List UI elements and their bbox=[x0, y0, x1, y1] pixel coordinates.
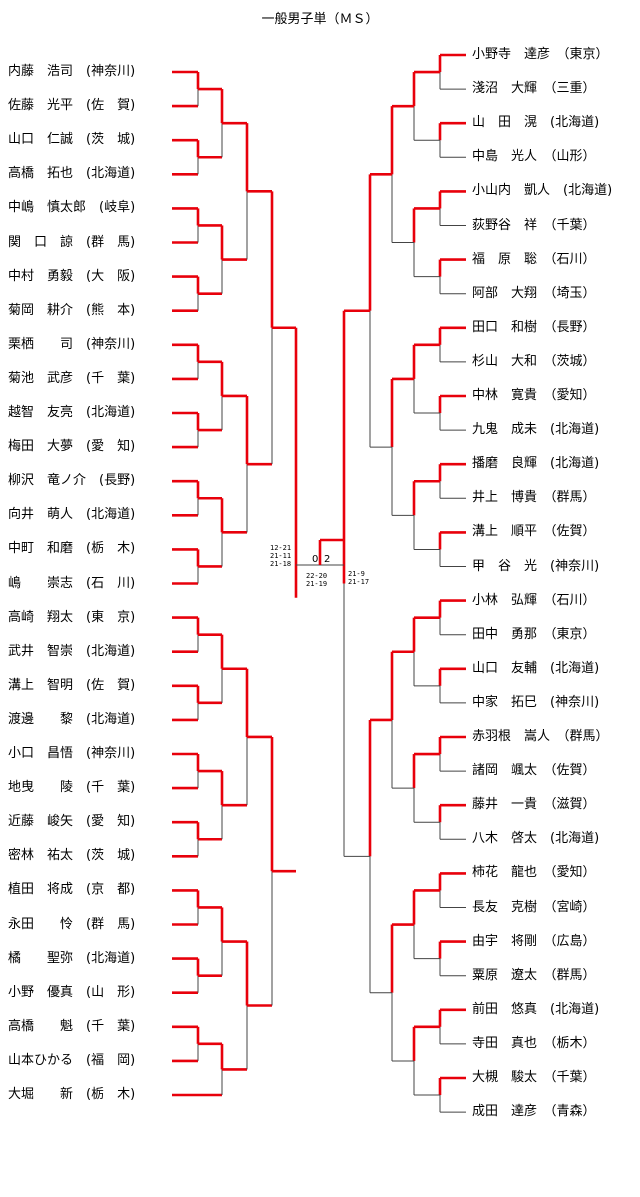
semi-right-score-2: 21-17 bbox=[348, 578, 369, 586]
right-player-20: 中家 拓巳 (神奈川) bbox=[472, 694, 600, 710]
right-player-13: 播磨 良輝 (北海道) bbox=[472, 456, 600, 472]
right-player-10: 杉山 大和 （茨城） bbox=[472, 353, 596, 369]
left-player-10: 菊池 武彦 (千 葉) bbox=[8, 370, 136, 386]
right-player-28: 粟原 遼太 （群馬） bbox=[472, 967, 596, 983]
left-player-29: 高橋 魁 (千 葉) bbox=[8, 1018, 136, 1034]
right-player-3: 山 田 滉 (北海道) bbox=[472, 115, 600, 131]
left-player-1: 内藤 浩司 (神奈川) bbox=[8, 64, 136, 79]
left-player-12: 梅田 大夢 (愛 知) bbox=[8, 439, 136, 455]
left-player-27: 橘 聖弥 (北海道) bbox=[8, 950, 136, 966]
right-player-9: 田口 和樹 （長野） bbox=[472, 319, 596, 335]
left-player-11: 越智 友亮 (北海道) bbox=[8, 405, 136, 420]
right-player-1: 小野寺 達彦 （東京） bbox=[472, 47, 609, 62]
right-player-4: 中島 光人 （山形） bbox=[472, 149, 596, 165]
left-player-25: 植田 将成 (京 都) bbox=[8, 882, 136, 898]
right-player-21: 赤羽根 嵩人 （群馬） bbox=[472, 729, 609, 744]
right-player-27: 由宇 将剛 （広島） bbox=[472, 933, 596, 949]
left-player-4: 高橋 拓也 (北海道) bbox=[8, 166, 136, 182]
right-player-18: 田中 勇那 （東京） bbox=[472, 626, 596, 642]
right-player-23: 藤井 一貴 （滋賀） bbox=[472, 797, 596, 813]
semi-left-score-1: 12-21 bbox=[270, 544, 291, 552]
right-player-14: 井上 博貴 （群馬） bbox=[472, 490, 596, 506]
right-player-8: 阿部 大翔 （埼玉） bbox=[472, 285, 596, 301]
semi-left-score-3: 21-18 bbox=[270, 560, 291, 568]
left-player-23: 近藤 峻矢 (愛 知) bbox=[8, 814, 136, 830]
right-player-5: 小山内 凱人 (北海道) bbox=[472, 183, 613, 199]
left-player-15: 中町 和磨 (栃 木) bbox=[8, 541, 136, 557]
right-player-30: 寺田 真也 （栃木） bbox=[472, 1035, 596, 1051]
left-player-19: 溝上 智明 (佐 賀) bbox=[8, 677, 136, 693]
final-left-result: 0 bbox=[312, 554, 318, 565]
right-player-12: 九鬼 成未 (北海道) bbox=[472, 422, 600, 438]
right-player-22: 諸岡 颯太 （佐賀） bbox=[472, 763, 596, 779]
final-score-2: 21-19 bbox=[306, 580, 327, 588]
left-player-24: 密林 祐太 (茨 城) bbox=[8, 848, 136, 864]
final-score-1: 22-20 bbox=[306, 572, 327, 580]
right-player-16: 甲 谷 光 (神奈川) bbox=[472, 558, 600, 574]
final-right-result: 2 bbox=[324, 554, 330, 565]
left-player-17: 高崎 翔太 (東 京) bbox=[8, 609, 136, 625]
left-player-2: 佐藤 光平 (佐 賀) bbox=[8, 98, 136, 114]
left-player-22: 地曳 陵 (千 葉) bbox=[8, 780, 136, 796]
semi-right-score-1: 21-9 bbox=[348, 570, 365, 578]
left-player-28: 小野 優真 (山 形) bbox=[8, 984, 136, 1000]
left-player-9: 栗栖 司 (神奈川) bbox=[8, 336, 136, 352]
left-player-16: 嶋 崇志 (石 川) bbox=[8, 575, 136, 591]
left-player-14: 向井 萌人 (北海道) bbox=[8, 507, 136, 523]
left-player-31: 大堀 新 (栃 木) bbox=[8, 1087, 136, 1102]
left-player-8: 菊岡 耕介 (熊 本) bbox=[8, 302, 136, 318]
left-player-20: 渡邊 黎 (北海道) bbox=[8, 711, 136, 727]
right-player-31: 大槻 駿太 （千葉） bbox=[472, 1070, 596, 1085]
left-player-30: 山本ひかる (福 岡) bbox=[8, 1052, 136, 1068]
right-player-25: 柿花 龍也 （愛知） bbox=[472, 865, 596, 881]
semi-left-score-2: 21-11 bbox=[270, 552, 291, 560]
right-player-6: 荻野谷 祥 （千葉） bbox=[472, 217, 596, 233]
left-player-21: 小口 昌悟 (神奈川) bbox=[8, 746, 136, 761]
left-player-7: 中村 勇毅 (大 阪) bbox=[8, 268, 136, 284]
left-player-13: 柳沢 竜ノ介 (長野) bbox=[8, 473, 136, 489]
left-player-3: 山口 仁誠 (茨 城) bbox=[8, 132, 136, 148]
right-player-15: 溝上 順平 （佐賀） bbox=[472, 524, 596, 540]
left-player-26: 永田 怜 (群 馬) bbox=[8, 916, 136, 932]
left-player-6: 関 口 諒 (群 馬) bbox=[8, 234, 136, 250]
right-player-17: 小林 弘輝 （石川） bbox=[472, 592, 596, 608]
right-player-7: 福 原 聡 （石川） bbox=[472, 251, 596, 267]
left-player-18: 武井 智崇 (北海道) bbox=[8, 643, 136, 659]
right-player-2: 淺沼 大輝 （三重） bbox=[472, 81, 596, 97]
right-player-26: 長友 克樹 （宮崎） bbox=[472, 899, 596, 915]
left-player-5: 中嶋 慎太郎 (岐阜) bbox=[8, 200, 136, 216]
page-title: 一般男子単（ＭＳ） bbox=[261, 12, 379, 27]
right-player-11: 中林 寛貴 （愛知） bbox=[472, 388, 596, 403]
right-player-24: 八木 啓太 (北海道) bbox=[472, 831, 600, 847]
right-player-19: 山口 友輔 (北海道) bbox=[472, 660, 600, 676]
right-player-29: 前田 悠真 (北海道) bbox=[472, 1001, 600, 1017]
right-player-32: 成田 達彦 （青森） bbox=[472, 1104, 596, 1120]
